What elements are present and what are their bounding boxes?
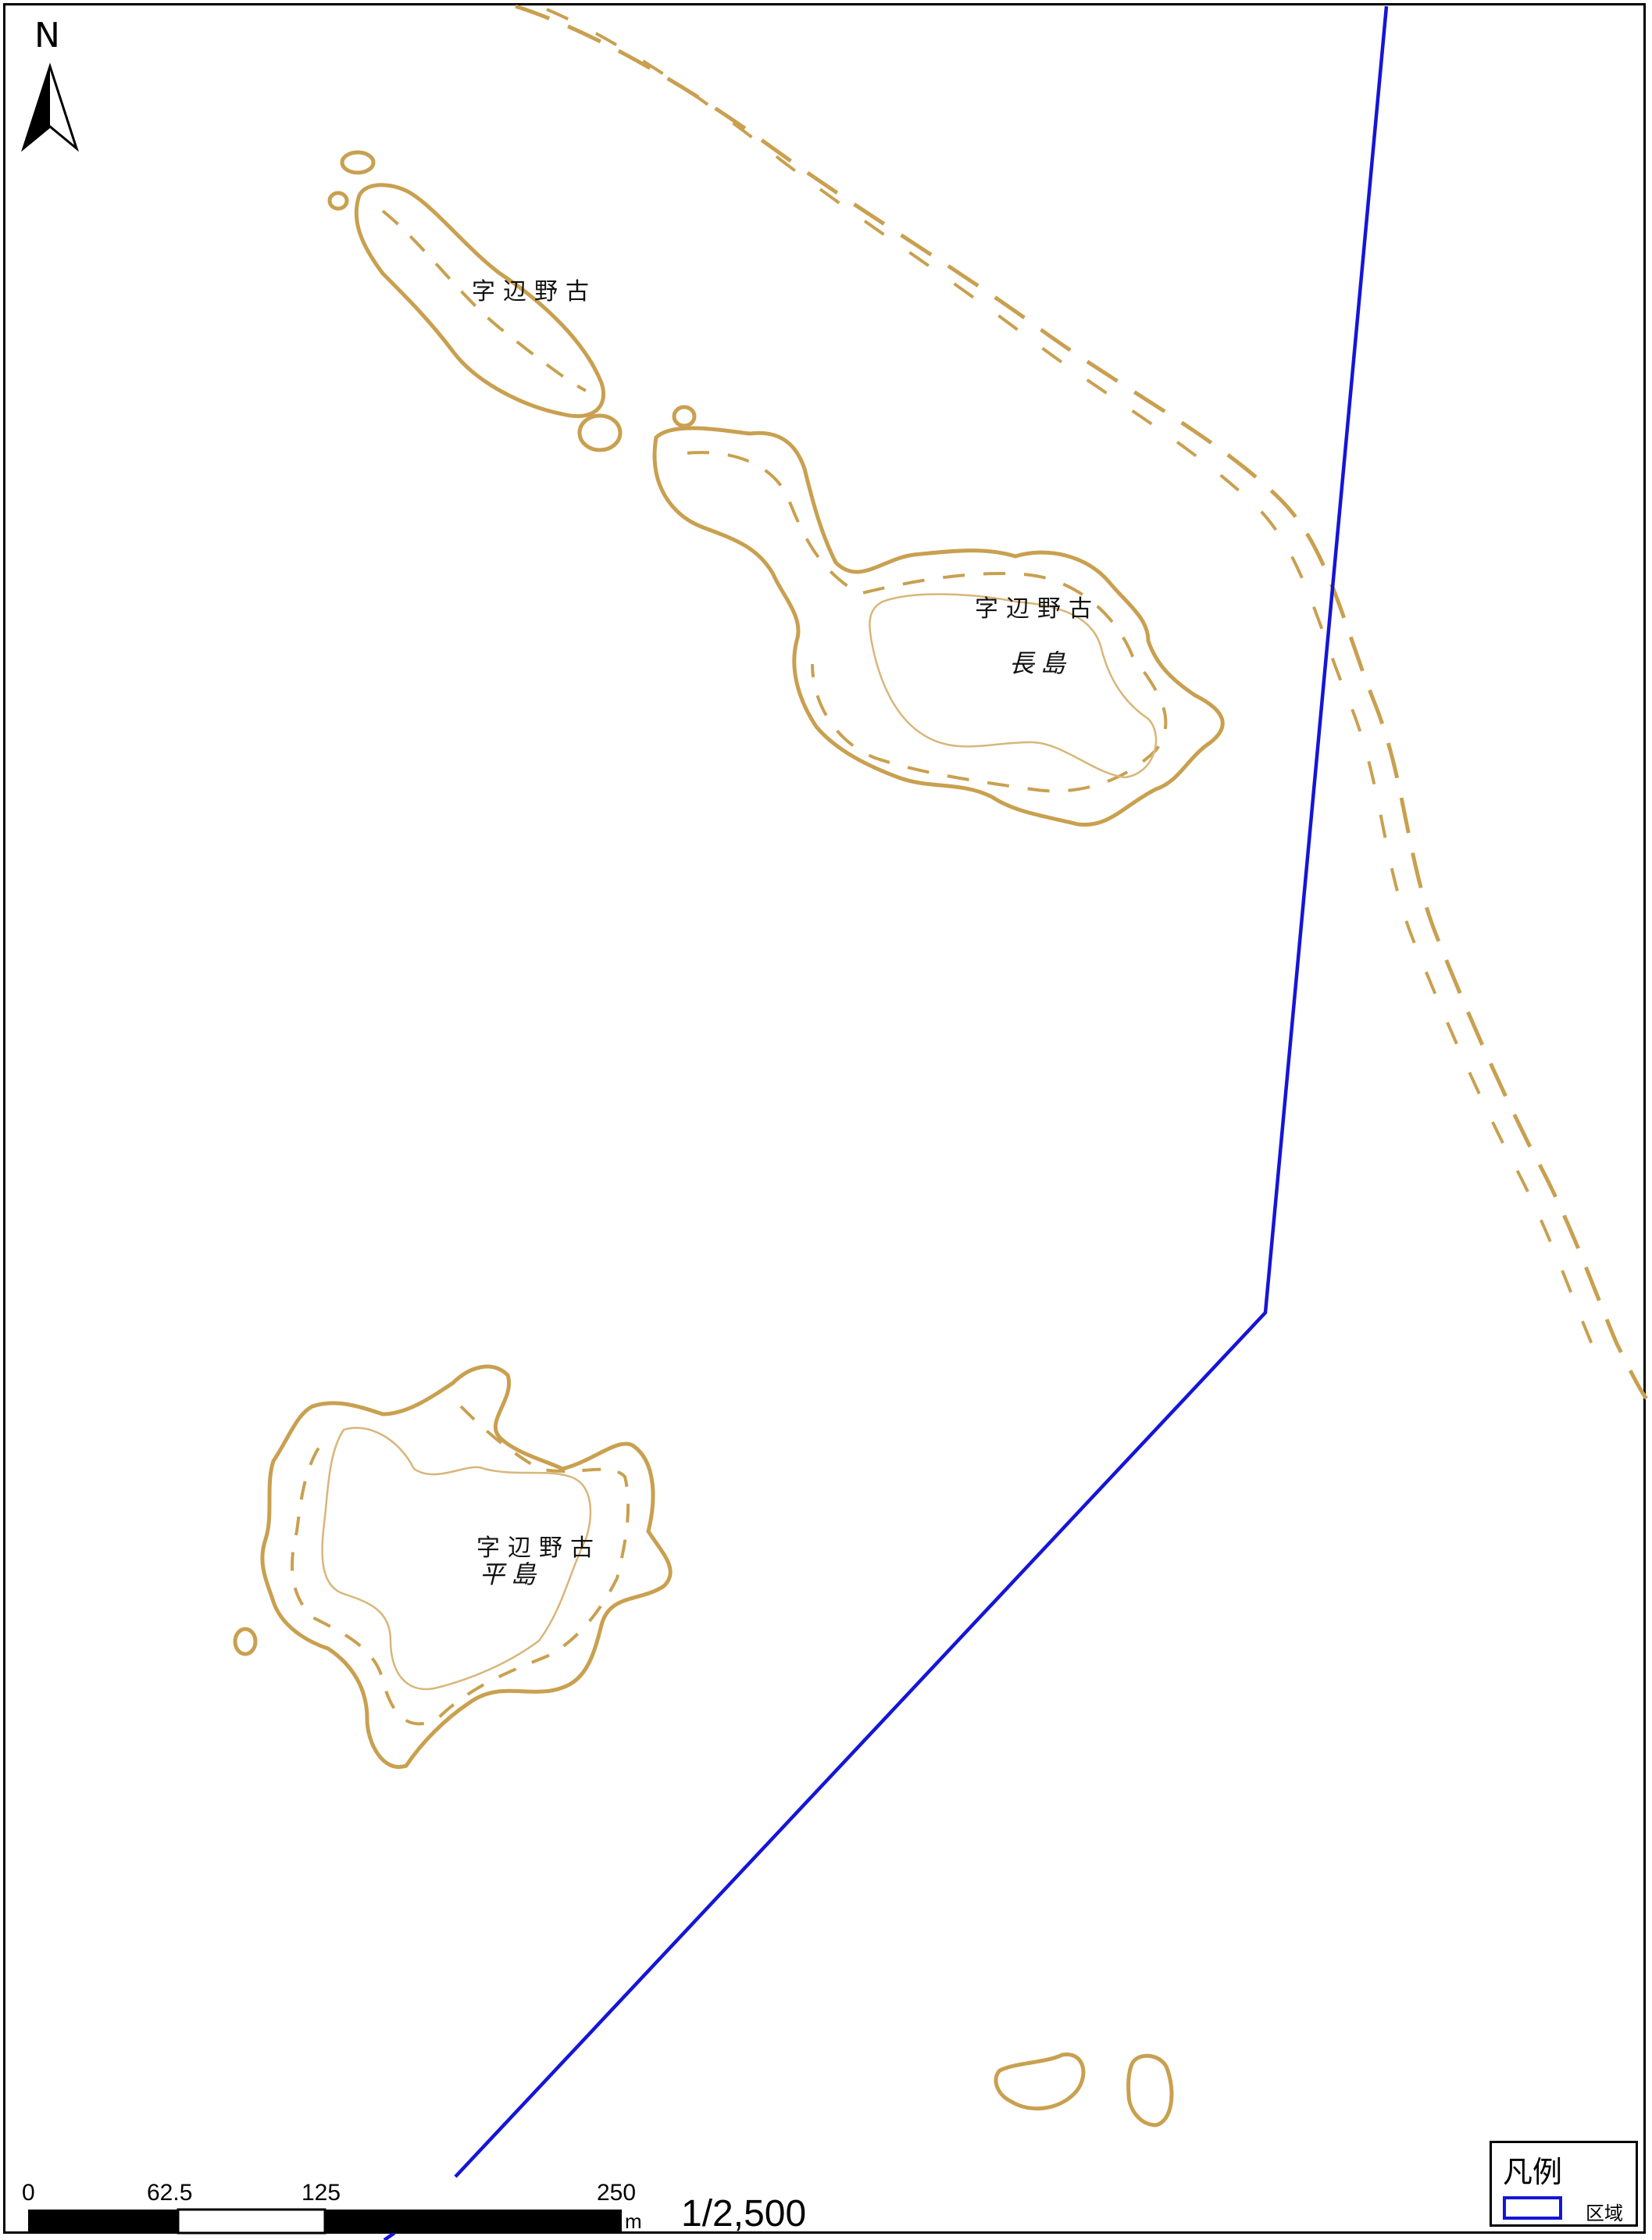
scale-tick-125: 125	[301, 2180, 341, 2206]
scale-seg-1	[28, 2210, 178, 2233]
reef-edge-line	[515, 4, 1648, 1400]
place-label-hirashima-area: 字辺野古	[476, 1534, 601, 1562]
legend-swatch-district	[1503, 2196, 1562, 2220]
hirashima-inner-contour	[321, 1427, 592, 1691]
district-boundary-line	[454, 5, 1389, 2178]
legend-title: 凡例	[1503, 2155, 1563, 2189]
island-name-hirashima: 平島	[480, 1559, 543, 1589]
north-arrow-fill	[23, 66, 50, 148]
legend: 凡例 区域	[1490, 2141, 1638, 2227]
reef-edge-line-inner	[546, 8, 1595, 1349]
nagashima-inner-contour	[869, 593, 1158, 779]
place-label-nagashima-area: 字辺野古	[975, 595, 1100, 623]
scale-tick-62-5: 62.5	[147, 2180, 193, 2206]
islet-north-elongated	[354, 183, 606, 419]
north-label: N	[34, 16, 60, 55]
islet-small-3	[672, 405, 697, 428]
islet-north-inner-dash	[381, 209, 587, 392]
rock-se-1	[994, 2052, 1086, 2111]
rock-se-2	[1126, 2053, 1174, 2127]
scale-tick-250: 250	[597, 2180, 637, 2206]
nagashima-coastline	[652, 426, 1225, 827]
district-boundary-stub	[383, 2231, 396, 2240]
scale-seg-2	[177, 2208, 326, 2235]
scale-seg-3	[325, 2210, 622, 2233]
hirashima-reef-dash	[291, 1405, 630, 1726]
legend-label-district: 区域	[1586, 2202, 1623, 2224]
map-frame	[3, 3, 1646, 2234]
scale-ratio: 1/2,500	[681, 2193, 807, 2235]
scale-unit: m	[625, 2210, 642, 2233]
place-label-north-islet: 字辺野古	[472, 278, 597, 305]
hirashima-coastline	[260, 1364, 673, 1770]
nagashima-reef-dash	[687, 451, 1168, 793]
island-name-nagashima: 長島	[1009, 648, 1072, 678]
islet-west-small	[233, 1627, 258, 1656]
islet-tiny-2	[327, 191, 349, 211]
islet-tiny-1	[340, 150, 376, 175]
islet-round	[577, 413, 623, 452]
scale-tick-0: 0	[22, 2180, 35, 2206]
